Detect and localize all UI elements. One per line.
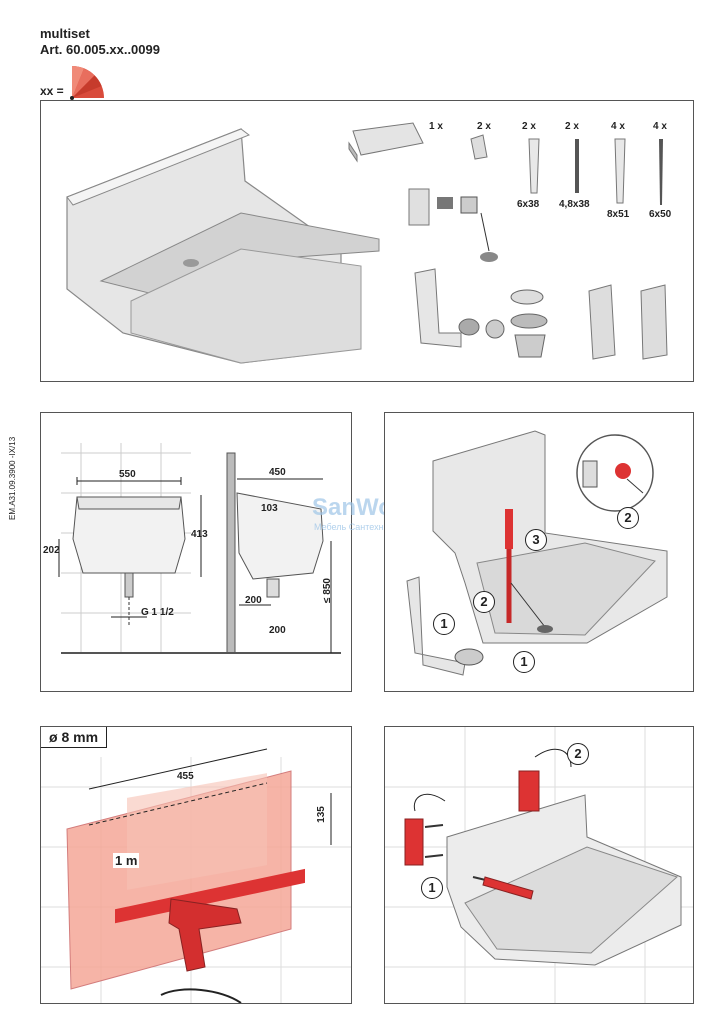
- mounting-illustration: [385, 727, 693, 1003]
- sink-parts-illustration: [66, 122, 668, 364]
- part-size-5: 8x51: [607, 209, 630, 220]
- drill-diameter-label: ø 8 mm: [41, 727, 108, 748]
- dimensions-panel: 550 413 202 G 1 1/2 450 103 200 200 ≤ 85…: [40, 412, 352, 692]
- dim-height-back: 413: [191, 529, 208, 540]
- dim-width: 550: [119, 469, 136, 480]
- dimension-drawing: [58, 443, 341, 654]
- mounting-panel: 1 2: [384, 726, 694, 1004]
- drilling-panel: ø 8 mm 455 135 1 m: [40, 726, 352, 1004]
- color-key-label: xx =: [40, 84, 64, 98]
- drilling-illustration: [41, 748, 351, 1003]
- document-code: EM.A31.09.3900 -IX/13: [8, 436, 17, 520]
- level-length: 1 m: [113, 853, 140, 868]
- dim-depth: 450: [269, 467, 286, 478]
- part-qty-1: 1 x: [429, 121, 443, 132]
- part-size-3: 6x38: [517, 199, 540, 210]
- article-number: Art. 60.005.xx..0099: [40, 42, 160, 57]
- document-header: multiset Art. 60.005.xx..0099: [40, 26, 160, 58]
- part-qty-5: 4 x: [611, 121, 625, 132]
- dim-drain: G 1 1/2: [141, 607, 174, 618]
- parts-overview-panel: 1 x 2 x 2 x 2 x 4 x 4 x 6x38 4,8x38 8x51…: [40, 100, 694, 382]
- part-size-4: 4,8x38: [559, 199, 590, 210]
- mount-step-1: 1: [421, 877, 443, 899]
- dim-floor-gap: 200: [269, 625, 286, 636]
- drain-assembly-panel: 3 2 1 1 2: [384, 412, 694, 692]
- part-qty-2: 2 x: [477, 121, 491, 132]
- step-badge-1a: 1: [433, 613, 455, 635]
- part-size-6: 6x50: [649, 209, 672, 220]
- dim-wall-gap: 200: [245, 595, 262, 606]
- drill-vertical-spacing: 135: [315, 806, 327, 823]
- part-qty-4: 2 x: [565, 121, 579, 132]
- mount-step-2: 2: [567, 743, 589, 765]
- part-qty-3: 2 x: [522, 121, 536, 132]
- drain-assembly-illustration: [406, 430, 668, 676]
- dim-height-bowl: 202: [43, 545, 60, 556]
- part-qty-6: 4 x: [653, 121, 667, 132]
- drill-hole-spacing: 455: [177, 771, 194, 782]
- dim-mount-height: ≤ 850: [321, 578, 333, 603]
- step-badge-3: 3: [525, 529, 547, 551]
- dim-outlet-offset: 103: [261, 503, 278, 514]
- watermark-subtitle: Мебель Сантехника Декор: [314, 522, 426, 532]
- step-badge-2a: 2: [473, 591, 495, 613]
- product-name: multiset: [40, 26, 90, 41]
- step-badge-2b: 2: [617, 507, 639, 529]
- step-badge-1b: 1: [513, 651, 535, 673]
